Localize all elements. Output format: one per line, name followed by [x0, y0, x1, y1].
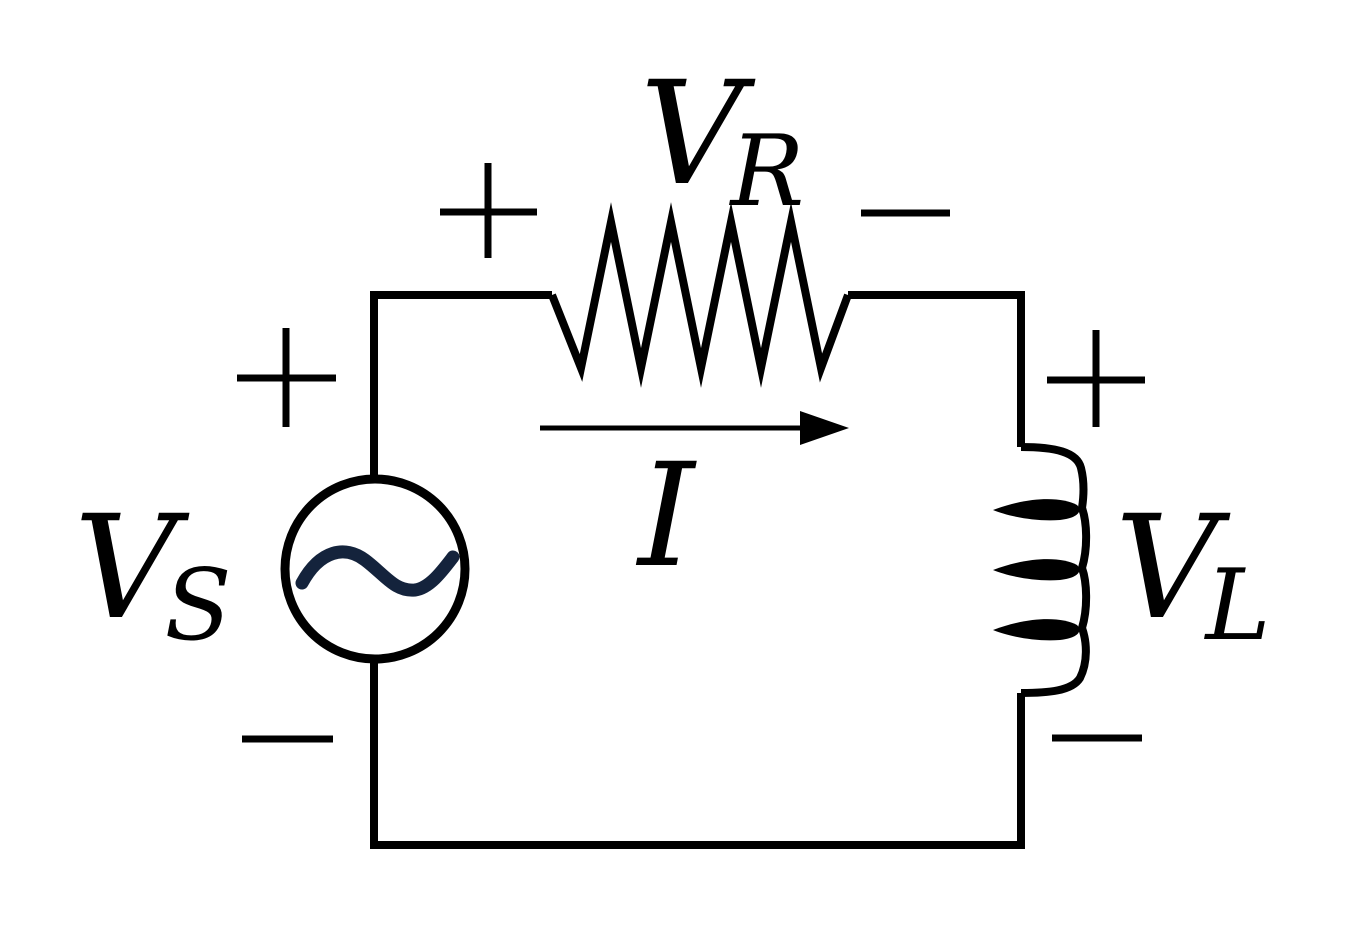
- source-plus-sign: [237, 328, 336, 427]
- polarity-marks: [237, 163, 1145, 743]
- inductor-voltage-label: VL: [1115, 496, 1271, 655]
- resistor-voltage-label: VR: [640, 62, 804, 221]
- source-circle: [280, 474, 470, 664]
- circuit-wires: [370, 291, 1025, 849]
- inductor-voltage-main: V: [1115, 484, 1219, 651]
- current-arrow-head: [800, 411, 849, 445]
- inductor-spine: [1020, 443, 1091, 697]
- inductor-loop-petal: [993, 559, 1080, 581]
- wire-top-right: [848, 291, 1025, 447]
- inductor-plus-sign: [1047, 330, 1145, 427]
- resistor-voltage-main: V: [640, 50, 744, 217]
- inductor-coil-icon: [993, 443, 1091, 697]
- current-label-main: I: [638, 432, 695, 599]
- source-voltage-main: V: [74, 484, 178, 651]
- source-voltage-label: VS: [74, 496, 232, 655]
- inductor-loop-petal: [993, 619, 1080, 641]
- current-arrow-icon: [540, 411, 849, 445]
- current-label: I: [638, 444, 695, 587]
- ac-source-icon: [280, 474, 470, 664]
- inductor-voltage-subscript: L: [1205, 549, 1271, 663]
- resistor-voltage-subscript: R: [730, 115, 805, 229]
- resistor-plus-sign: [440, 163, 537, 258]
- wire-bottom: [370, 663, 1025, 849]
- sine-wave-icon: [295, 545, 460, 597]
- wire-top-left: [370, 291, 552, 476]
- source-voltage-subscript: S: [164, 549, 232, 663]
- resistor-zigzag-icon: [548, 202, 852, 388]
- inductor-loop-petal: [993, 499, 1080, 521]
